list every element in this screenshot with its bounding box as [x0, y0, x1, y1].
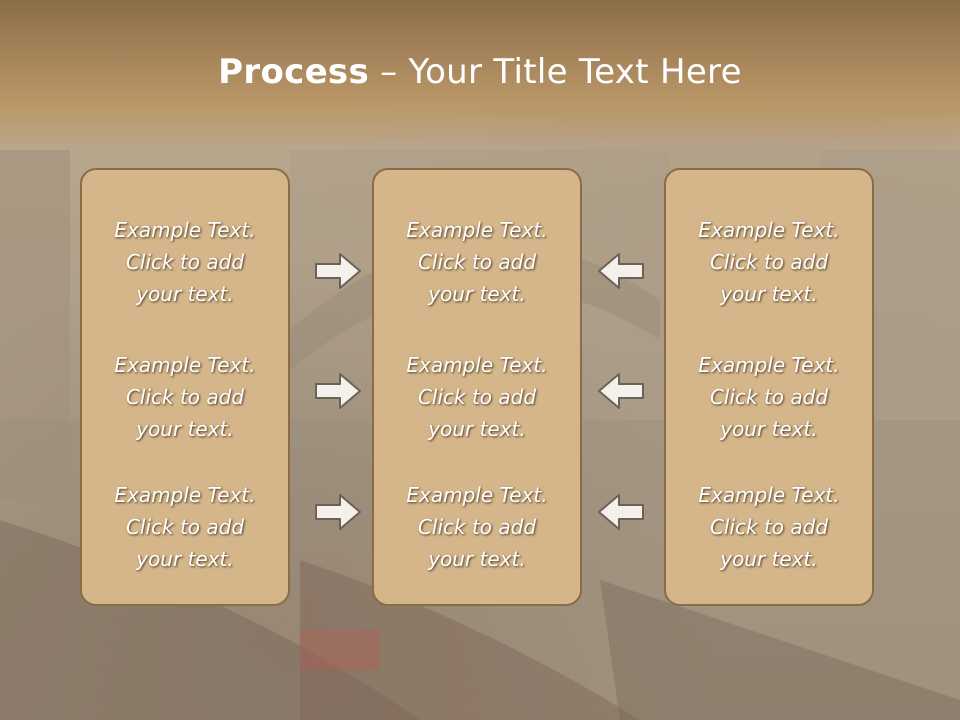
text-block[interactable]: Example Text. Click to add your text. — [666, 479, 872, 575]
text-line: Example Text. — [114, 218, 256, 242]
text-block[interactable]: Example Text. Click to add your text. — [82, 479, 288, 575]
arrow-right-icon — [315, 494, 361, 530]
text-line: Example Text. — [698, 218, 840, 242]
text-block[interactable]: Example Text. Click to add your text. — [374, 214, 580, 310]
text-line: your text. — [720, 282, 818, 306]
arrow-left-icon — [598, 373, 644, 409]
text-line: your text. — [428, 417, 526, 441]
text-line: Click to add — [125, 515, 245, 539]
text-line: Click to add — [417, 250, 537, 274]
text-line: Click to add — [709, 385, 829, 409]
process-box-right[interactable]: Example Text. Click to add your text. Ex… — [664, 168, 874, 606]
text-line: your text. — [428, 282, 526, 306]
text-line: your text. — [428, 547, 526, 571]
text-line: Example Text. — [698, 483, 840, 507]
text-line: Click to add — [709, 250, 829, 274]
text-line: Click to add — [417, 385, 537, 409]
process-box-center[interactable]: Example Text. Click to add your text. Ex… — [372, 168, 582, 606]
text-block[interactable]: Example Text. Click to add your text. — [666, 349, 872, 445]
arrow-left-icon — [598, 253, 644, 289]
slide-title[interactable]: Process – Your Title Text Here — [0, 52, 960, 92]
arrow-right-icon — [315, 373, 361, 409]
text-line: Click to add — [417, 515, 537, 539]
text-line: your text. — [136, 417, 234, 441]
text-line: Click to add — [709, 515, 829, 539]
text-block[interactable]: Example Text. Click to add your text. — [374, 479, 580, 575]
text-line: Example Text. — [406, 483, 548, 507]
text-line: your text. — [720, 417, 818, 441]
title-rest-part: Your Title Text Here — [408, 52, 742, 92]
text-line: your text. — [136, 547, 234, 571]
title-band — [0, 0, 960, 150]
process-box-left[interactable]: Example Text. Click to add your text. Ex… — [80, 168, 290, 606]
text-line: Click to add — [125, 250, 245, 274]
text-line: Example Text. — [406, 218, 548, 242]
text-line: Example Text. — [114, 353, 256, 377]
text-line: Click to add — [125, 385, 245, 409]
text-line: Example Text. — [406, 353, 548, 377]
text-line: Example Text. — [114, 483, 256, 507]
arrow-right-icon — [315, 253, 361, 289]
text-block[interactable]: Example Text. Click to add your text. — [82, 214, 288, 310]
text-line: your text. — [720, 547, 818, 571]
arrow-left-icon — [598, 494, 644, 530]
text-line: Example Text. — [698, 353, 840, 377]
text-block[interactable]: Example Text. Click to add your text. — [82, 349, 288, 445]
text-block[interactable]: Example Text. Click to add your text. — [374, 349, 580, 445]
title-separator: – — [369, 52, 409, 92]
title-bold-part: Process — [218, 52, 370, 92]
text-line: your text. — [136, 282, 234, 306]
text-block[interactable]: Example Text. Click to add your text. — [666, 214, 872, 310]
